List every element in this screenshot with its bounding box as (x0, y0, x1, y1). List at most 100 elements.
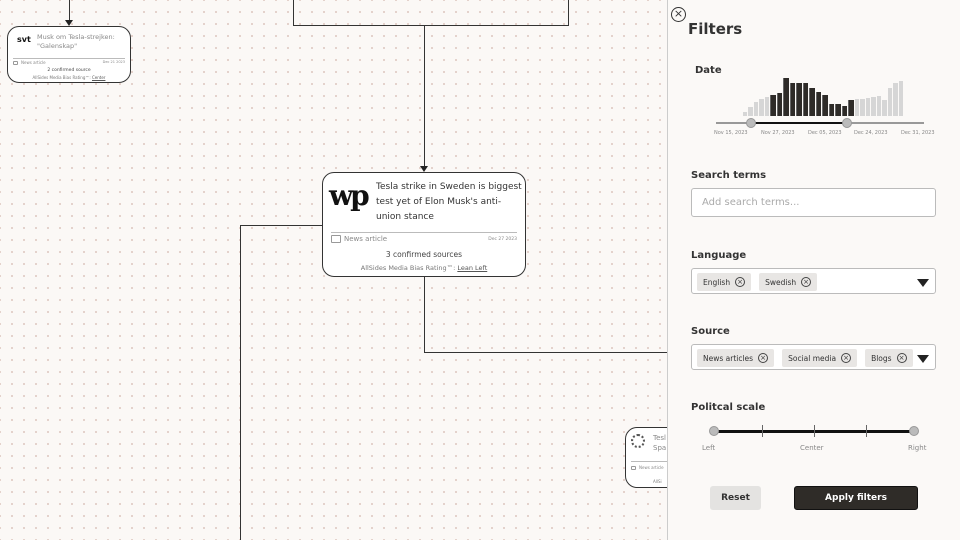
document-icon (331, 235, 341, 243)
chip-label: Swedish (765, 277, 797, 287)
divider (331, 232, 517, 233)
date-tick: Dec 24, 2023 (854, 130, 888, 136)
panel-title: Filters (688, 20, 743, 38)
card-type: News article (13, 60, 46, 65)
divider (631, 461, 699, 462)
reset-button[interactable]: Reset (710, 486, 761, 510)
card-date: Dec 21 2023 (102, 60, 125, 64)
histogram-bar (753, 101, 759, 116)
date-slider-start-handle[interactable] (746, 118, 757, 128)
rating-prefix: AllSides Media Bias Rating™: (360, 264, 456, 272)
dropdown-arrow-icon[interactable] (917, 279, 929, 287)
histogram-bar (770, 95, 776, 116)
card-date: Dec 27 2023 (488, 237, 517, 242)
close-icon[interactable]: × (671, 7, 686, 22)
connector (240, 225, 323, 226)
remove-chip-icon[interactable]: × (758, 353, 769, 363)
date-tick: Nov 15, 2023 (714, 130, 748, 136)
source-chip: News articles × (697, 349, 775, 367)
histogram-bar (743, 111, 748, 116)
article-card[interactable]: wp Tesla strike in Sweden is biggest tes… (322, 172, 526, 277)
connector (424, 352, 667, 353)
histogram-bar (783, 78, 789, 116)
histogram-bar (871, 97, 876, 116)
filters-panel: × Filters Date Nov 15, 2023 Nov 27, 2023… (667, 0, 960, 540)
histogram-bar (796, 83, 802, 116)
histogram-bar (835, 103, 841, 116)
type-label: News article (639, 465, 664, 470)
source-logo (631, 434, 645, 448)
chip-label: English (703, 277, 731, 287)
histogram-bar (815, 91, 822, 116)
date-slider-range (751, 122, 848, 124)
card-type: News article (331, 235, 387, 243)
apply-filters-button[interactable]: Apply filters (794, 486, 918, 510)
language-select[interactable]: English × Swedish × (691, 268, 936, 294)
source-chip: Social media × (782, 349, 858, 367)
histogram-bar (848, 100, 854, 116)
arrow-icon (65, 20, 73, 26)
remove-chip-icon[interactable]: × (896, 353, 907, 363)
bias-rating: AllSides Media Bias Rating™: Center (8, 75, 130, 80)
document-icon (13, 60, 18, 65)
arrow-icon (420, 166, 428, 172)
search-terms-input[interactable]: Add search terms... (691, 188, 936, 217)
connector (424, 277, 425, 352)
remove-chip-icon[interactable]: × (841, 353, 852, 363)
article-card[interactable]: svt Musk om Tesla-strejken: "Galenskap" … (7, 26, 131, 83)
chip-label: News articles (703, 353, 754, 363)
remove-chip-icon[interactable]: × (801, 277, 812, 287)
scale-tick (762, 425, 763, 437)
histogram-bar (776, 92, 783, 116)
type-label: News article (21, 60, 46, 65)
political-slider-right-handle[interactable] (909, 426, 919, 436)
divider (13, 58, 125, 59)
scale-tick (866, 425, 867, 437)
histogram-bar (893, 83, 898, 116)
bias-rating: AllSi (653, 479, 662, 484)
histogram-bar (809, 88, 815, 116)
remove-chip-icon[interactable]: × (735, 277, 746, 287)
search-terms-label: Search terms (691, 170, 767, 181)
connector (69, 0, 70, 22)
rating-link[interactable]: Center (91, 75, 106, 80)
source-chip: Blogs × (865, 349, 913, 367)
connector (568, 0, 569, 25)
source-label: Source (691, 326, 730, 337)
histogram-bar (841, 106, 848, 116)
rating-link[interactable]: Lean Left (457, 264, 488, 272)
card-sources: 2 confirmed source (47, 68, 91, 73)
dropdown-arrow-icon[interactable] (917, 355, 929, 363)
histogram-bar (759, 99, 764, 116)
political-slider-left-handle[interactable] (709, 426, 719, 436)
histogram-bar (865, 98, 871, 116)
card-title: Tesla strike in Sweden is biggest test y… (376, 182, 522, 222)
histogram-bar (876, 95, 882, 116)
connector (424, 25, 425, 167)
histogram-bar (887, 88, 893, 116)
date-slider-end-handle[interactable] (842, 118, 853, 128)
connector (293, 25, 569, 26)
histogram-bar (854, 99, 860, 116)
source-select[interactable]: News articles × Social media × Blogs × (691, 344, 936, 370)
histogram-bar (748, 106, 753, 116)
political-scale-label: Politcal scale (691, 402, 766, 413)
chip-label: Blogs (871, 353, 892, 363)
connector (293, 0, 294, 25)
language-chip: Swedish × (759, 273, 818, 291)
histogram-bar (822, 95, 828, 116)
bias-rating: AllSides Media Bias Rating™: Lean Left (323, 264, 525, 272)
language-label: Language (691, 250, 747, 261)
date-tick: Dec 05, 2023 (808, 130, 842, 136)
scale-label-right: Right (908, 444, 927, 452)
document-icon (631, 465, 636, 470)
language-chip: English × (697, 273, 752, 291)
type-label: News article (344, 235, 388, 243)
histogram-bar (828, 103, 835, 116)
histogram-bar (789, 83, 796, 116)
scale-label-left: Left (702, 444, 716, 452)
histogram-bar (764, 97, 770, 116)
rating-prefix: AllSides Media Bias Rating™: (32, 75, 91, 80)
chip-label: Social media (788, 353, 837, 363)
date-label: Date (695, 65, 722, 76)
